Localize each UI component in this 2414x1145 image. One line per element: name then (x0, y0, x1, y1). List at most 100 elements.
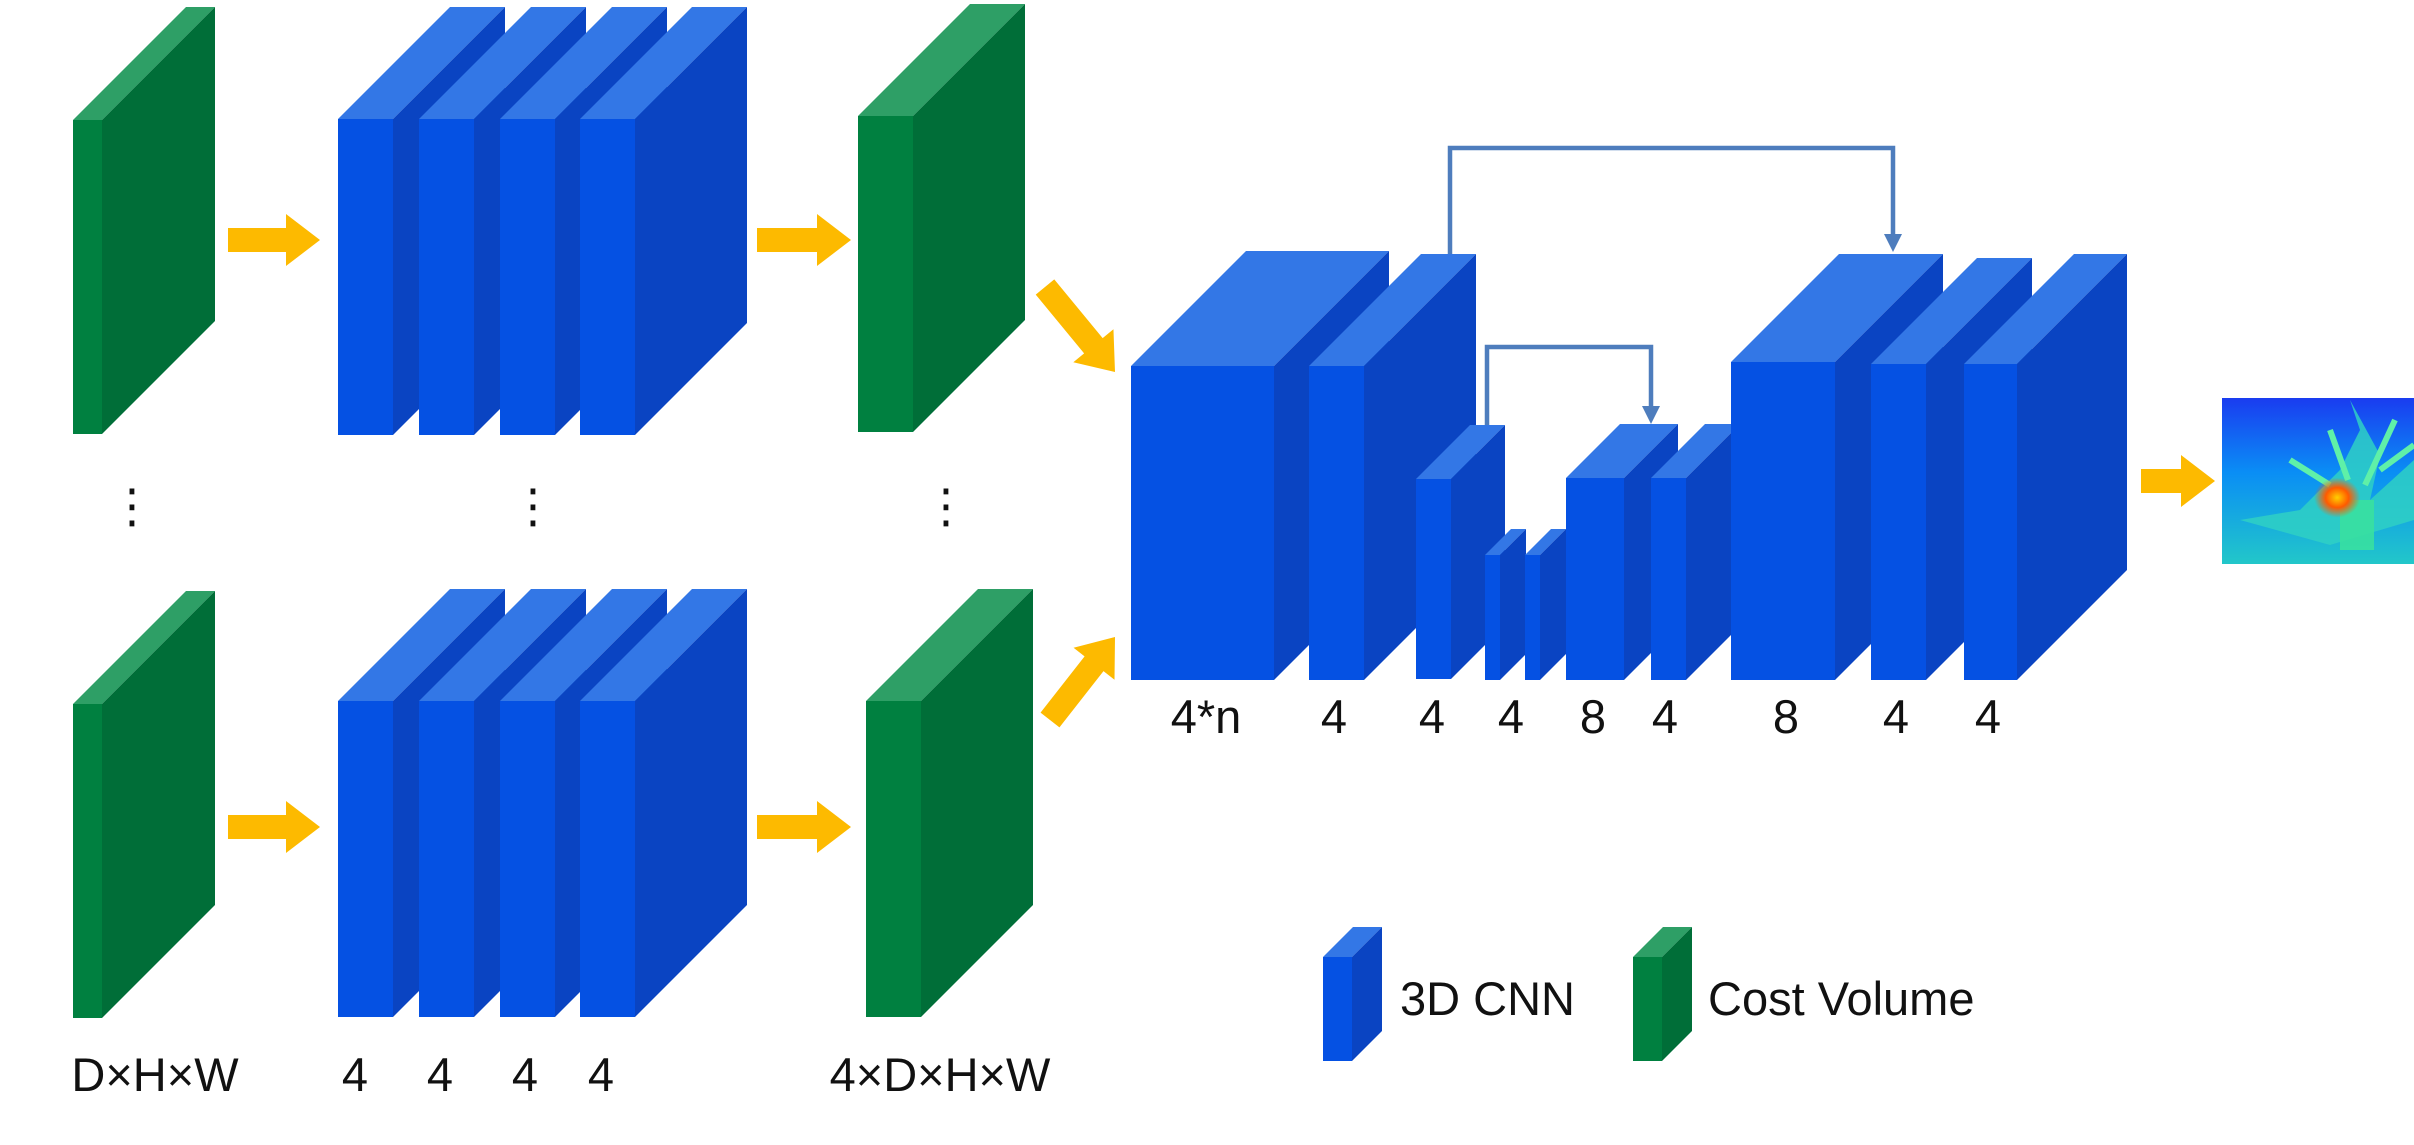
arrow-shape (757, 214, 851, 266)
box-side-face (102, 591, 215, 1018)
cnn-channel-label: 4 (427, 1048, 453, 1101)
box-top-face (1525, 529, 1566, 555)
box-top-face (1566, 424, 1678, 478)
hourglass-label: 4 (1975, 690, 2001, 743)
box-front-face (1309, 366, 1364, 680)
output-cost-volume-bottom (866, 589, 1033, 1017)
hourglass-label: 4 (1419, 690, 1445, 743)
ellipsis-cnn: ⋮ (510, 479, 557, 532)
skip-arrowhead-inner (1642, 406, 1660, 424)
box-top-face (1633, 927, 1692, 957)
box-top-face (338, 589, 505, 701)
disparity-map-image (2222, 398, 2414, 564)
box-top-face (580, 589, 747, 701)
box-side-face (913, 4, 1025, 432)
box-top-face (1731, 254, 1943, 362)
box-side-face (921, 589, 1033, 1017)
hourglass-label: 8 (1580, 690, 1606, 743)
cnn-channel-labels: 4 4 4 4 (342, 1048, 614, 1101)
hourglass-label: 4 (1652, 690, 1678, 743)
hourglass-label: 4 (1883, 690, 1909, 743)
box-side-face (635, 589, 747, 1017)
box-top-face (419, 7, 586, 119)
arrow-shape (1040, 637, 1115, 728)
box-side-face (1352, 927, 1382, 1061)
box-top-face (1323, 927, 1382, 957)
cnn-stack-bottom (338, 589, 747, 1017)
output-cost-volume-top (858, 4, 1025, 432)
box-side-face (1500, 529, 1526, 680)
input-dimension-label: D×H×W (71, 1048, 239, 1101)
ellipsis-output: ⋮ (923, 479, 970, 532)
box-side-face (1540, 529, 1566, 680)
box-top-face (338, 7, 505, 119)
box-top-face (500, 589, 667, 701)
box-top-face (1485, 529, 1526, 555)
box-front-face (419, 119, 474, 435)
cnn-block (580, 589, 747, 1017)
legend-cnn-label: 3D CNN (1400, 972, 1575, 1025)
box-front-face (1525, 555, 1540, 680)
arrow-shape (2141, 455, 2215, 507)
hourglass-block (1416, 425, 1505, 679)
box-side-face (2017, 254, 2127, 680)
hourglass-label: 8 (1773, 690, 1799, 743)
hourglass-label: 4 (1321, 690, 1347, 743)
hourglass-block (1525, 529, 1566, 680)
output-dimension-label: 4×D×H×W (830, 1048, 1051, 1101)
hourglass-label: 4*n (1171, 690, 1242, 743)
arrow-diagonal-top (1035, 279, 1115, 372)
box-front-face (1871, 364, 1926, 680)
input-cost-volume-bottom (73, 591, 215, 1018)
hourglass-block (1964, 254, 2127, 680)
box-front-face (580, 119, 635, 435)
legend-cnn-swatch (1323, 927, 1382, 1061)
cnn-channel-label: 4 (512, 1048, 538, 1101)
box-side-face (102, 7, 215, 434)
arrow-shape (228, 801, 320, 853)
arrow-shape (228, 214, 320, 266)
cnn-channel-label: 4 (342, 1048, 368, 1101)
hourglass-labels: 4*n 4 4 4 8 4 8 4 4 (1171, 690, 2001, 743)
legend-cost-swatch (1633, 927, 1692, 1061)
arrow-top-2 (757, 214, 851, 266)
box-top-face (866, 589, 1033, 701)
box-front-face (1566, 478, 1624, 680)
box-front-face (500, 701, 555, 1017)
cnn-channel-label: 4 (588, 1048, 614, 1101)
skip-connection-inner (1484, 344, 1654, 426)
box-front-face (73, 120, 102, 434)
hourglass-block (1485, 529, 1526, 680)
box-front-face (1485, 555, 1500, 680)
box-front-face (858, 116, 913, 432)
box-front-face (580, 701, 635, 1017)
box-side-face (1686, 424, 1740, 680)
box-front-face (1131, 366, 1274, 680)
box-front-face (419, 701, 474, 1017)
cnn-block (580, 7, 747, 435)
skip-arrowhead-outer (1884, 234, 1902, 252)
arrow-output (2141, 455, 2215, 507)
box-front-face (1323, 957, 1352, 1061)
box-top-face (1651, 424, 1740, 478)
input-cost-volume-top (73, 7, 215, 434)
hourglass-label: 4 (1498, 690, 1524, 743)
legend: 3D CNN Cost Volume (1323, 927, 1974, 1061)
box-front-face (338, 701, 393, 1017)
hourglass-network (1131, 251, 2127, 680)
box-top-face (1416, 425, 1505, 479)
box-top-face (1964, 254, 2127, 364)
box-side-face (1662, 927, 1692, 1061)
hourglass-block (1651, 424, 1740, 680)
box-top-face (500, 7, 667, 119)
box-front-face (866, 701, 921, 1017)
box-side-face (635, 7, 747, 435)
box-top-face (1131, 251, 1389, 366)
arrow-shape (1035, 279, 1115, 372)
box-front-face (338, 119, 393, 435)
box-top-face (419, 589, 586, 701)
box-top-face (1871, 258, 2032, 364)
arrow-top-1 (228, 214, 320, 266)
cnn-stack-top (338, 7, 747, 435)
